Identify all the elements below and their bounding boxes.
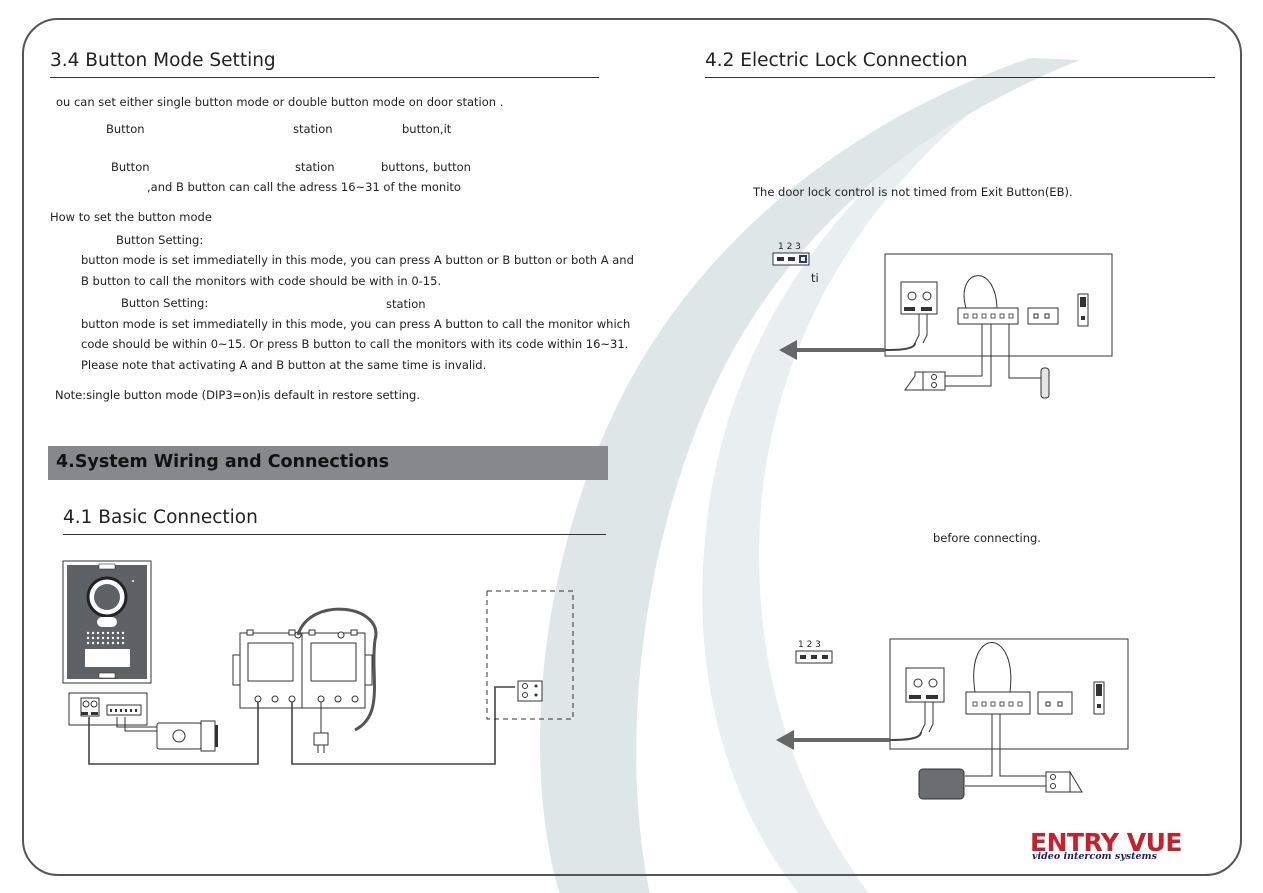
logo-brand: ENTRY VUE [1030,828,1182,857]
entry-vue-logo: ENTRY VUE video intercom systems [1030,828,1195,862]
how-to-heading: How to set the button mode [50,210,212,224]
section-title-basic-connection: 4.1 Basic Connection [63,507,258,528]
double-button-setting-label: Button Setting: [121,296,209,310]
dip-switch-top [772,252,810,266]
double-button-desc: code should be within 0~15. Or press B b… [81,337,629,351]
dip-switch-label: 1 2 3 [778,242,801,252]
restore-note: Note:single button mode (DIP3=on)is defa… [55,388,421,402]
page-frame [22,18,1242,876]
title-underline [705,77,1215,78]
electric-lock [116,717,218,752]
section-banner: 4.System Wiring and Connections [48,446,608,480]
section-title-button-mode: 3.4 Button Mode Setting [50,50,276,71]
terminal-board [68,692,148,726]
dip-switch-bottom [795,650,833,664]
title-underline [50,77,599,78]
section-title-electric-lock: 4.2 Electric Lock Connection [705,50,968,71]
double-mode-fragment: ,and B button can call the adress 16~31 … [147,180,461,194]
dip-switch-label: 1 2 3 [798,640,821,650]
door-station-illustration [62,560,152,684]
intro-text: ou can set either single button mode or … [56,95,504,109]
single-mode-fragment: station [293,122,333,136]
single-button-desc: B button to call the monitors with code … [81,274,442,288]
exit-button-note: The door lock control is not timed from … [753,185,1073,199]
lock-diagram-power-supply [776,638,1129,800]
title-underline [63,534,606,535]
before-connecting-text: before connecting. [933,531,1041,545]
double-button-station: station [386,297,426,311]
double-button-desc: Please note that activating A and B butt… [81,358,487,372]
basic-connection-diagram [62,560,574,765]
dip-fragment-text: ti [811,271,819,285]
power-supply-units [232,629,373,709]
banner-title: 4.System Wiring and Connections [56,452,389,472]
single-button-setting-label: Button Setting: [116,233,204,247]
double-mode-fragment: button [433,160,471,174]
logo-tagline: video intercom systems [1032,851,1157,862]
double-mode-fragment: station [295,160,335,174]
mains-plug [313,702,329,753]
double-mode-fragment: Button [111,160,150,174]
double-mode-fragment: buttons, [381,160,429,174]
lock-diagram-exit-button [779,253,1113,399]
single-mode-fragment: button,it [402,122,452,136]
double-button-desc: button mode is set immediatelly in this … [81,317,631,331]
single-mode-fragment: Button [106,122,145,136]
single-button-desc: button mode is set immediatelly in this … [81,253,634,267]
